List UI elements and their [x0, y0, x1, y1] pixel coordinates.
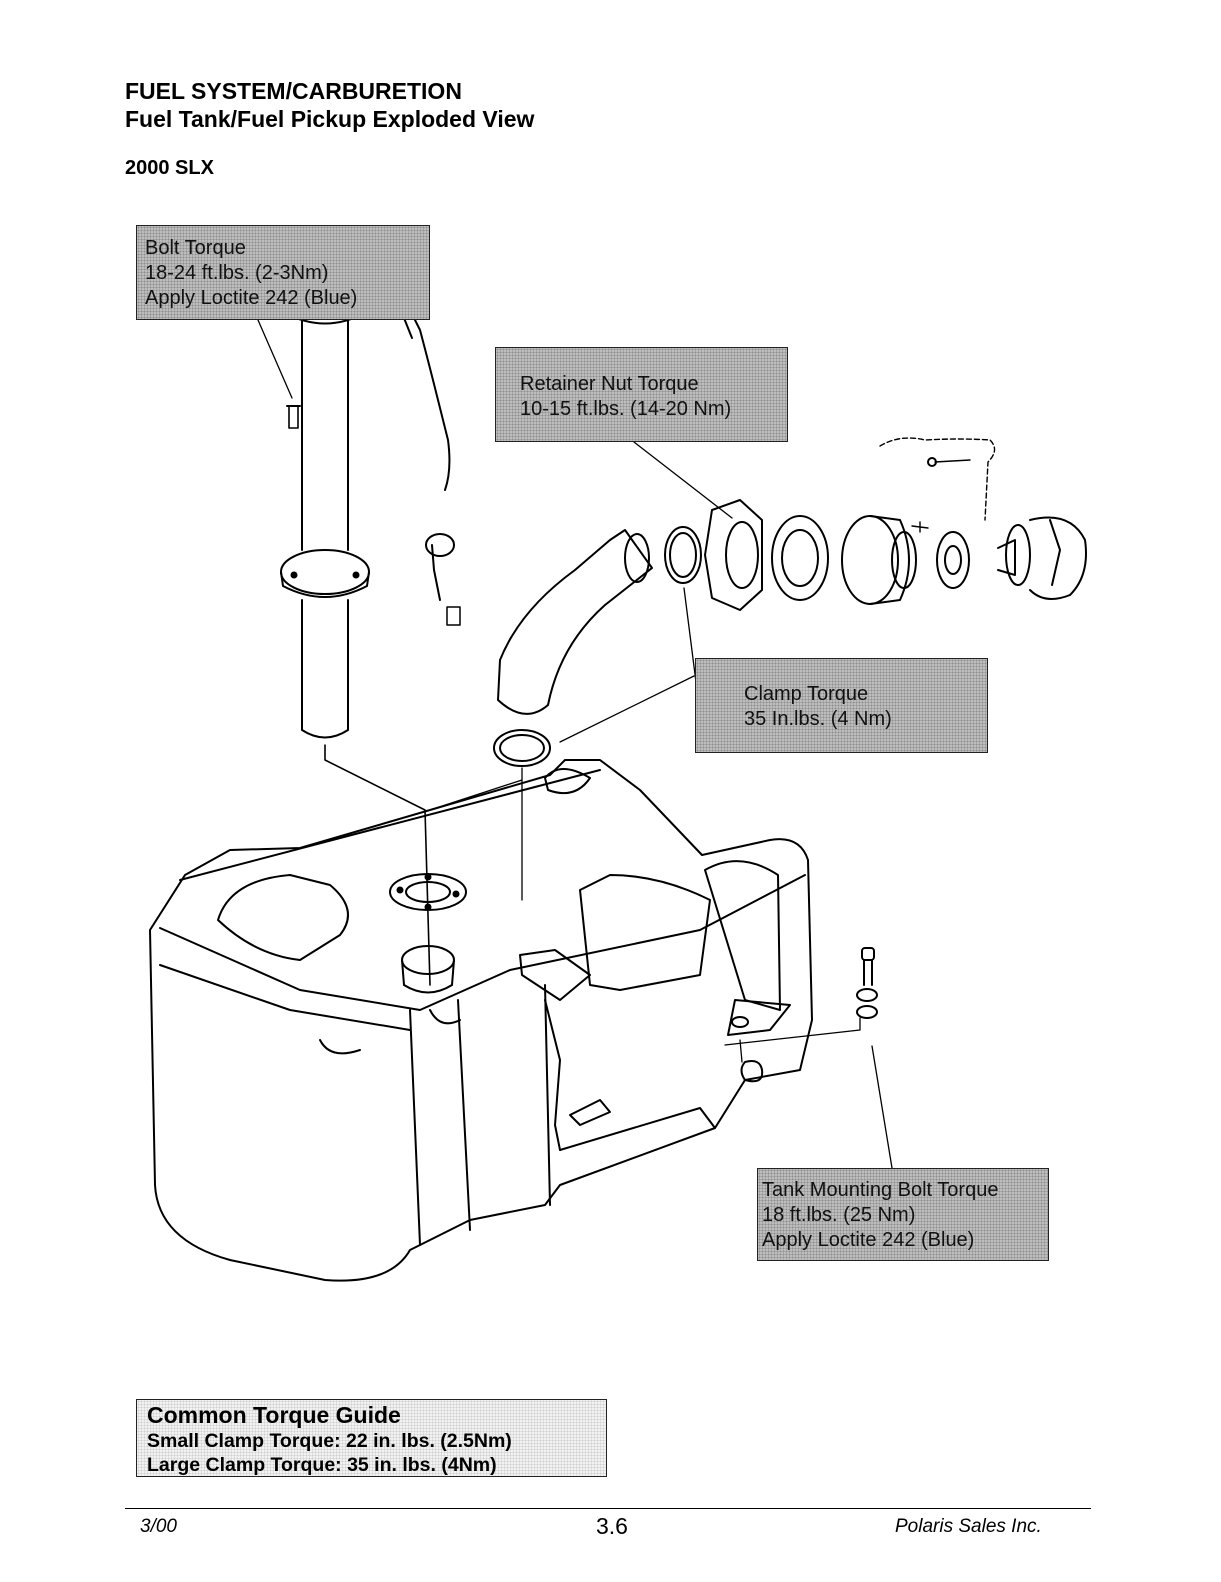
footer-rule	[125, 1508, 1091, 1509]
callout-line: Tank Mounting Bolt Torque	[762, 1179, 999, 1201]
callout-line: 18 ft.lbs. (25 Nm)	[762, 1204, 916, 1226]
callout-line: Apply Loctite 242 (Blue)	[762, 1229, 975, 1251]
callout-line: 35 In.lbs. (4 Nm)	[744, 708, 892, 730]
callout-line: Apply Loctite 242 (Blue)	[145, 287, 358, 309]
model-label: 2000 SLX	[125, 157, 214, 179]
callout-tank-mounting-bolt-torque: Tank Mounting Bolt Torque 18 ft.lbs. (25…	[757, 1168, 1049, 1261]
callout-line: 18-24 ft.lbs. (2-3Nm)	[145, 262, 329, 284]
callout-bolt-torque: Bolt Torque 18-24 ft.lbs. (2-3Nm) Apply …	[136, 225, 430, 320]
common-torque-guide: Common Torque Guide Small Clamp Torque: …	[136, 1399, 607, 1477]
torque-guide-title: Common Torque Guide	[147, 1402, 401, 1428]
leader-lines	[257, 319, 893, 1169]
section-heading: FUEL SYSTEM/CARBURETION	[125, 78, 462, 104]
callout-line: 10-15 ft.lbs. (14-20 Nm)	[520, 398, 732, 420]
callout-clamp-torque: Clamp Torque 35 In.lbs. (4 Nm)	[695, 658, 988, 753]
callout-line: Retainer Nut Torque	[520, 373, 699, 395]
fuel-cap	[879, 437, 1087, 600]
footer-company: Polaris Sales Inc.	[895, 1516, 1042, 1537]
page-title: Fuel Tank/Fuel Pickup Exploded View	[125, 106, 535, 132]
callout-retainer-nut-torque: Retainer Nut Torque 10-15 ft.lbs. (14-20…	[495, 347, 788, 442]
torque-guide-line: Small Clamp Torque: 22 in. lbs. (2.5Nm)	[147, 1430, 512, 1452]
filler-hose	[429, 526, 702, 901]
torque-guide-line: Large Clamp Torque: 35 in. lbs. (4Nm)	[147, 1454, 497, 1476]
page-number: 3.6	[596, 1513, 628, 1539]
callout-line: Clamp Torque	[744, 683, 869, 705]
footer-date: 3/00	[140, 1516, 177, 1537]
retainer-nut	[704, 499, 763, 611]
callout-line: Bolt Torque	[145, 237, 246, 259]
gasket-set	[771, 515, 970, 605]
tank-mounting-hardware	[724, 947, 878, 1083]
fuel-tank	[149, 759, 813, 1282]
